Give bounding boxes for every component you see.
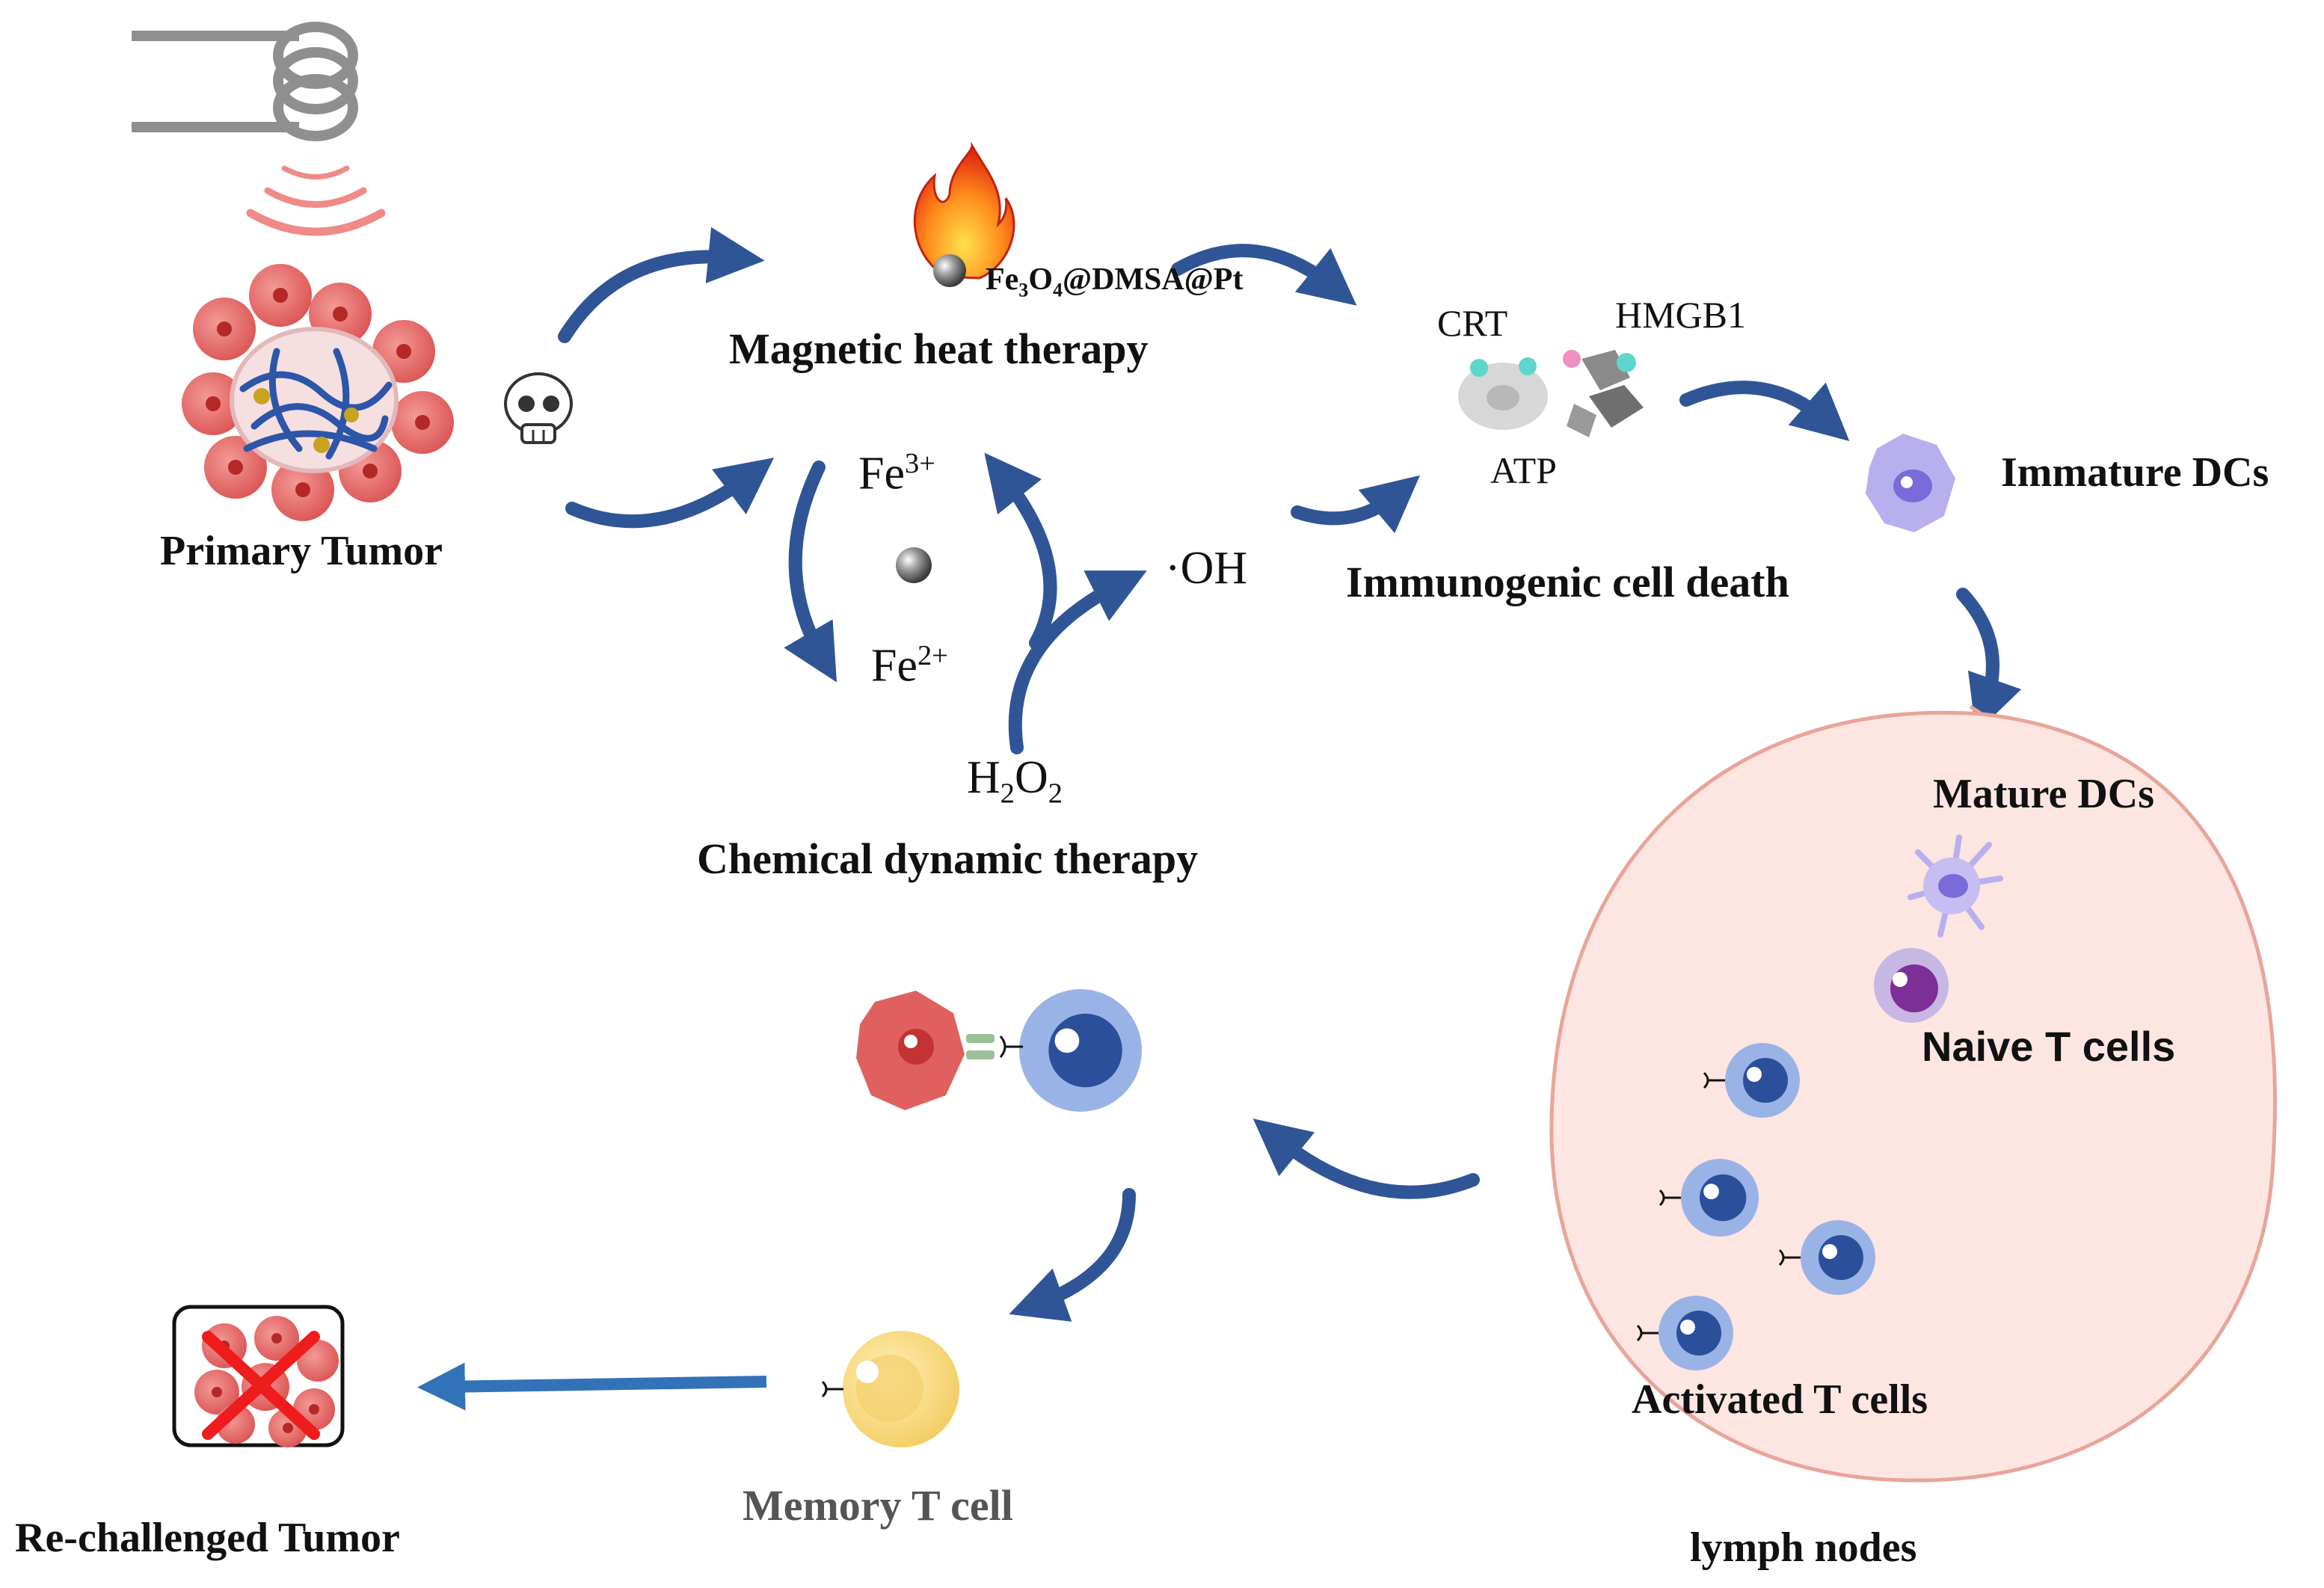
- arrow-attack-to-memory: [1009, 1188, 1136, 1322]
- arrow-cdt-to-icd: [1291, 475, 1421, 534]
- magnetic-wave-icon: [246, 165, 386, 236]
- fe2-label: Fe2+: [871, 640, 948, 692]
- naive-t-cell-icon: [1874, 948, 1949, 1023]
- crt-label: CRT: [1437, 302, 1508, 344]
- process-arrows: [558, 227, 2022, 1322]
- immunogenic-cell-death-label: Immunogenic cell death: [1346, 558, 1789, 606]
- hmgb1-debris-icon: [1563, 350, 1644, 437]
- activated-t-cells-label: Activated T cells: [1632, 1376, 1928, 1423]
- crt-dying-cell-icon: [1458, 357, 1548, 430]
- lymph-nodes-label: lymph nodes: [1690, 1524, 1917, 1571]
- blue-t-cell-4: [1636, 1296, 1733, 1370]
- arrow-icd-to-immature-dc: [1679, 381, 1850, 441]
- blue-t-cell-2: [1659, 1159, 1759, 1237]
- naive-t-cells-label: Naive T cells: [1922, 1023, 2176, 1070]
- magnetic-coil-icon: [132, 22, 358, 141]
- fe3-label: Fe3+: [858, 448, 935, 499]
- arrow-tumor-to-heat: [558, 227, 765, 343]
- chemical-dynamic-therapy-label: Chemical dynamic therapy: [697, 834, 1199, 883]
- arrow-fe2-to-fe3: [984, 452, 1057, 650]
- flame-icon: [913, 141, 1015, 280]
- blue-t-cell-5: [1019, 989, 1142, 1112]
- arrow-heat-to-icd: [1171, 244, 1357, 306]
- activated-t-cells: [1019, 989, 1875, 1370]
- hydroxyl-label: ·OH: [1165, 543, 1248, 594]
- mature-dc-icon: [1908, 834, 2003, 938]
- arrow-immature-to-lymph: [1956, 588, 2022, 733]
- blue-t-cell-1: [1703, 1043, 1800, 1118]
- arrow-tumor-to-cdt: [565, 458, 775, 529]
- immature-dc-icon: [1866, 434, 1955, 532]
- primary-tumor-illustration: [182, 264, 454, 521]
- nanoparticle-icon: [933, 254, 966, 287]
- immature-dcs-label: Immature DCs: [2001, 449, 2269, 496]
- rechallenged-tumor-label: Re-challenged Tumor: [15, 1515, 400, 1561]
- magnetic-heat-therapy-label: Magnetic heat therapy: [729, 324, 1149, 373]
- atp-label: ATP: [1490, 449, 1557, 491]
- memory-t-cell-icon: [821, 1331, 959, 1447]
- memory-t-cell-label: Memory T cell: [743, 1481, 1013, 1530]
- blue-t-cell-3: [1778, 1220, 1875, 1295]
- cross-out-icon: [202, 1331, 320, 1440]
- tumor-cell-engaged-icon: [856, 991, 1023, 1110]
- hmgb1-label: HMGB1: [1615, 294, 1747, 336]
- arrow-h2o2-to-oh: [1008, 570, 1147, 754]
- primary-tumor-label: Primary Tumor: [160, 528, 443, 574]
- arrow-memory-to-rechallenge: [417, 1362, 767, 1411]
- arrow-lymph-to-attack: [1252, 1118, 1480, 1199]
- iron-particle-icon: [896, 547, 932, 583]
- skull-icon: [504, 372, 573, 444]
- arrow-fe3-to-fe2: [784, 461, 837, 683]
- h2o2-label: H2O2: [967, 752, 1063, 810]
- mature-dcs-label: Mature DCs: [1933, 771, 2155, 817]
- nanoparticle-formula: Fe3O4@DMSA@Pt: [986, 262, 1244, 301]
- lymph-node-shape: [1549, 704, 2277, 1483]
